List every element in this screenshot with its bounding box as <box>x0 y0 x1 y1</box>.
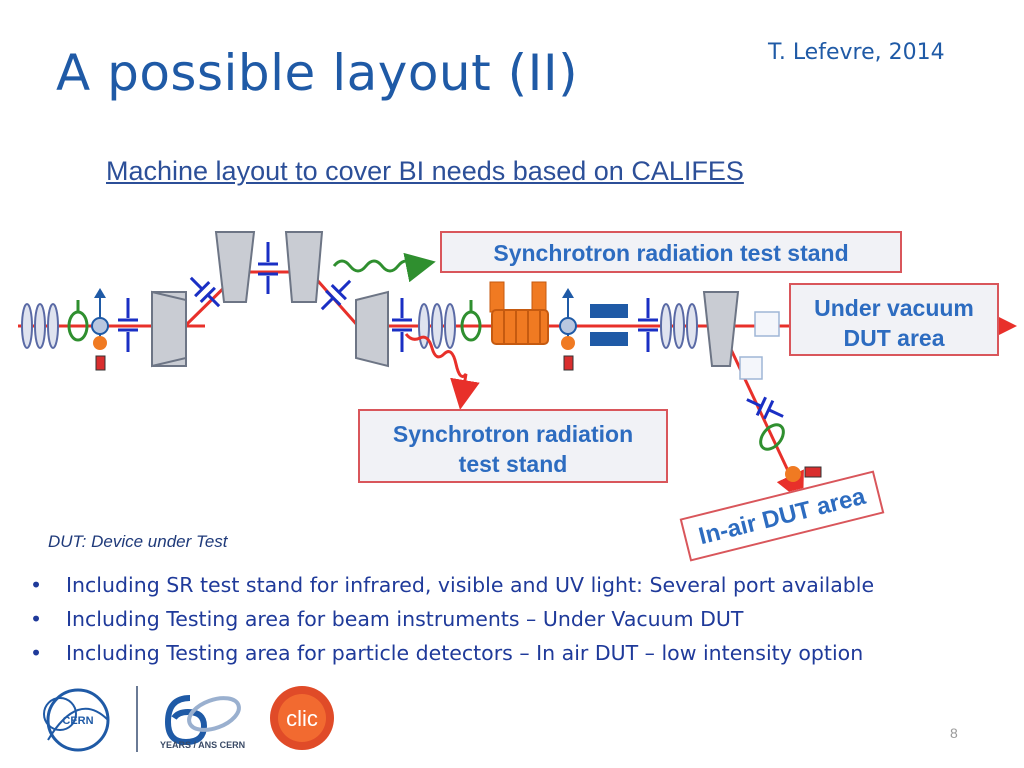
screen-monitor-middle <box>559 288 577 371</box>
corrector-magnet <box>638 298 658 352</box>
dipole-magnet <box>214 231 256 303</box>
slide-subtitle: Machine layout to cover BI needs based o… <box>106 156 744 186</box>
uhv-line2: DUT area <box>843 325 945 351</box>
sr-wave-green <box>332 252 436 283</box>
bullet-item: •Including Testing area for beam instrum… <box>30 602 874 636</box>
sr-test-stand-text: Synchrotron radiation test stand <box>493 240 849 266</box>
rf-cavity-middle <box>418 303 456 349</box>
sr-wave-red <box>404 333 480 410</box>
slide-title: A possible layout (II) <box>56 44 579 102</box>
sixty-years-caption: YEARS / ANS CERN <box>160 740 245 750</box>
dut-footnote: DUT: Device under Test <box>48 532 228 551</box>
page-number: 8 <box>950 725 958 741</box>
bullet-dot-icon: • <box>30 607 43 631</box>
undulator <box>489 281 549 345</box>
dipole-magnet <box>702 291 740 367</box>
dipole-magnet <box>284 231 324 303</box>
screen-monitor-left <box>91 288 109 371</box>
author-date: T. Lefevre, 2014 <box>768 40 945 65</box>
bullet-dot-icon: • <box>30 641 43 665</box>
sixty-years-logo: YEARS / ANS CERN <box>160 695 245 750</box>
cern-logo-text: CERN <box>62 715 93 727</box>
cern-logo: CERN <box>43 688 110 752</box>
logo-strip: CERN YEARS / ANS CERN clic <box>43 686 334 752</box>
corrector-magnet-inair <box>746 396 784 420</box>
clic-logo-text: clic <box>286 706 318 731</box>
corrector-magnet <box>118 298 138 352</box>
sr-test-stand-label-middle: Synchrotron radiation test stand <box>358 409 668 483</box>
chamber-window <box>739 356 763 380</box>
bullet-item: •Including SR test stand for infrared, v… <box>30 568 874 602</box>
corrector-magnet <box>392 298 412 352</box>
dipole-magnet <box>151 290 187 368</box>
sr-test-stand-label-top: Synchrotron radiation test stand <box>440 231 902 273</box>
chamber-window <box>754 311 780 337</box>
kicker-magnet <box>590 304 628 318</box>
sr-mid-line1: Synchrotron radiation <box>392 421 634 447</box>
rf-cavity-right <box>660 303 698 349</box>
under-vacuum-dut-label: Under vacuum DUT area <box>789 283 999 356</box>
rf-cavity-left <box>21 303 59 349</box>
sr-mid-line2: test stand <box>458 451 568 477</box>
bullet-list: •Including SR test stand for infrared, v… <box>30 568 874 670</box>
corrector-magnet-diag-right <box>320 279 352 311</box>
bpm-ring <box>759 423 785 451</box>
uhv-line1: Under vacuum <box>814 295 974 321</box>
screen-monitor-inair <box>785 466 822 482</box>
corrector-magnet-diag-left <box>189 276 221 308</box>
clic-logo: clic <box>270 686 334 750</box>
kicker-magnet <box>590 332 628 346</box>
bullet-item: •Including Testing area for particle det… <box>30 636 874 670</box>
dipole-magnet <box>355 290 389 368</box>
bullet-dot-icon: • <box>30 573 43 597</box>
corrector-magnet <box>258 242 278 294</box>
